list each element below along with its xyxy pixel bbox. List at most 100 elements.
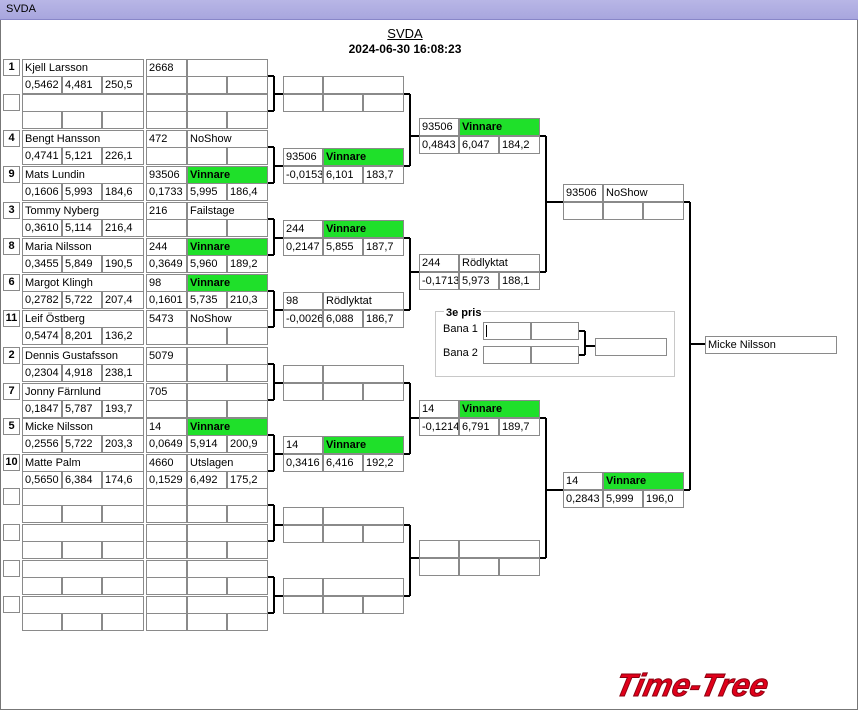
r2-id: 244	[283, 220, 323, 238]
r2-status	[323, 365, 404, 383]
r2-speed	[363, 525, 404, 543]
driver-id	[146, 524, 187, 542]
driver-speed: 238,1	[102, 364, 144, 382]
r2-speed: 183,7	[363, 166, 404, 184]
r3-speed: 188,1	[499, 272, 540, 290]
driver-id: 216	[146, 202, 187, 220]
driver-et: 6,384	[62, 471, 102, 489]
run-speed	[227, 327, 268, 345]
r2-id: 98	[283, 292, 323, 310]
driver-speed: 190,5	[102, 255, 144, 273]
seed-number: 5	[3, 418, 20, 435]
run-speed	[227, 400, 268, 418]
driver-et	[62, 577, 102, 595]
r3-et	[459, 558, 499, 576]
driver-speed: 207,4	[102, 291, 144, 309]
page-title: SVDA	[387, 26, 423, 41]
driver-name: Tommy Nyberg	[22, 202, 144, 220]
driver-status: Vinnare	[187, 238, 268, 256]
seed-number	[3, 524, 20, 541]
driver-status	[187, 383, 268, 401]
run-et	[187, 219, 227, 237]
driver-name: Maria Nilsson	[22, 238, 144, 256]
r2-reaction	[283, 596, 323, 614]
driver-name: Micke Nilsson	[22, 418, 144, 436]
run-speed: 186,4	[227, 183, 268, 201]
driver-et	[62, 613, 102, 631]
driver-name	[22, 524, 144, 542]
window-title: SVDA	[6, 3, 36, 15]
driver-status	[187, 347, 268, 365]
seed-number: 9	[3, 166, 20, 183]
driver-name: Bengt Hansson	[22, 130, 144, 148]
r2-id: 93506	[283, 148, 323, 166]
driver-name: Matte Palm	[22, 454, 144, 472]
r4-id: 14	[563, 472, 603, 490]
r3-speed	[499, 558, 540, 576]
seed-number: 11	[3, 310, 20, 327]
driver-speed	[102, 541, 144, 559]
driver-reaction	[22, 577, 62, 595]
driver-reaction: 0,5650	[22, 471, 62, 489]
driver-reaction: 0,2304	[22, 364, 62, 382]
event-datetime: 2024-06-30 16:08:23	[348, 42, 462, 56]
r2-speed: 192,2	[363, 454, 404, 472]
r2-reaction	[283, 94, 323, 112]
run-reaction: 0,1529	[146, 471, 187, 489]
seed-number: 7	[3, 383, 20, 400]
r4-reaction	[563, 202, 603, 220]
driver-name: Dennis Gustafsson	[22, 347, 144, 365]
driver-et: 5,722	[62, 291, 102, 309]
r4-speed	[643, 202, 684, 220]
r2-speed: 186,7	[363, 310, 404, 328]
driver-status: Vinnare	[187, 274, 268, 292]
driver-speed	[102, 505, 144, 523]
third-place-title: 3e pris	[444, 307, 484, 319]
run-et	[187, 327, 227, 345]
r2-reaction: 0,2147	[283, 238, 323, 256]
r2-et: 6,101	[323, 166, 363, 184]
driver-et: 5,849	[62, 255, 102, 273]
r2-status	[323, 76, 404, 94]
r3-id: 93506	[419, 118, 459, 136]
driver-reaction: 0,2556	[22, 435, 62, 453]
driver-status: NoShow	[187, 130, 268, 148]
r2-et	[323, 94, 363, 112]
run-et: 5,735	[187, 291, 227, 309]
run-reaction: 0,1733	[146, 183, 187, 201]
lane1-input[interactable]	[483, 322, 531, 340]
driver-speed: 193,7	[102, 400, 144, 418]
run-et: 5,995	[187, 183, 227, 201]
r2-reaction: -0,0026	[283, 310, 323, 328]
driver-id: 472	[146, 130, 187, 148]
r2-et: 6,088	[323, 310, 363, 328]
driver-reaction: 0,5462	[22, 76, 62, 94]
run-reaction	[146, 76, 187, 94]
driver-id	[146, 94, 187, 112]
driver-id	[146, 560, 187, 578]
driver-status	[187, 59, 268, 77]
driver-reaction: 0,4741	[22, 147, 62, 165]
r4-id: 93506	[563, 184, 603, 202]
driver-name: Leif Östberg	[22, 310, 144, 328]
driver-status: Failstage	[187, 202, 268, 220]
r2-status: Vinnare	[323, 220, 404, 238]
driver-reaction	[22, 613, 62, 631]
r2-et	[323, 525, 363, 543]
seed-number	[3, 596, 20, 613]
r3-status: Vinnare	[459, 400, 540, 418]
seed-number	[3, 488, 20, 505]
r2-speed	[363, 383, 404, 401]
run-reaction	[146, 400, 187, 418]
r2-speed: 187,7	[363, 238, 404, 256]
lane2-input[interactable]	[483, 346, 531, 364]
run-speed	[227, 76, 268, 94]
run-et	[187, 147, 227, 165]
r2-status: Rödlyktat	[323, 292, 404, 310]
driver-et: 5,787	[62, 400, 102, 418]
driver-id	[146, 488, 187, 506]
run-speed	[227, 505, 268, 523]
driver-status: Utslagen	[187, 454, 268, 472]
driver-name: Margot Klingh	[22, 274, 144, 292]
r2-et	[323, 383, 363, 401]
